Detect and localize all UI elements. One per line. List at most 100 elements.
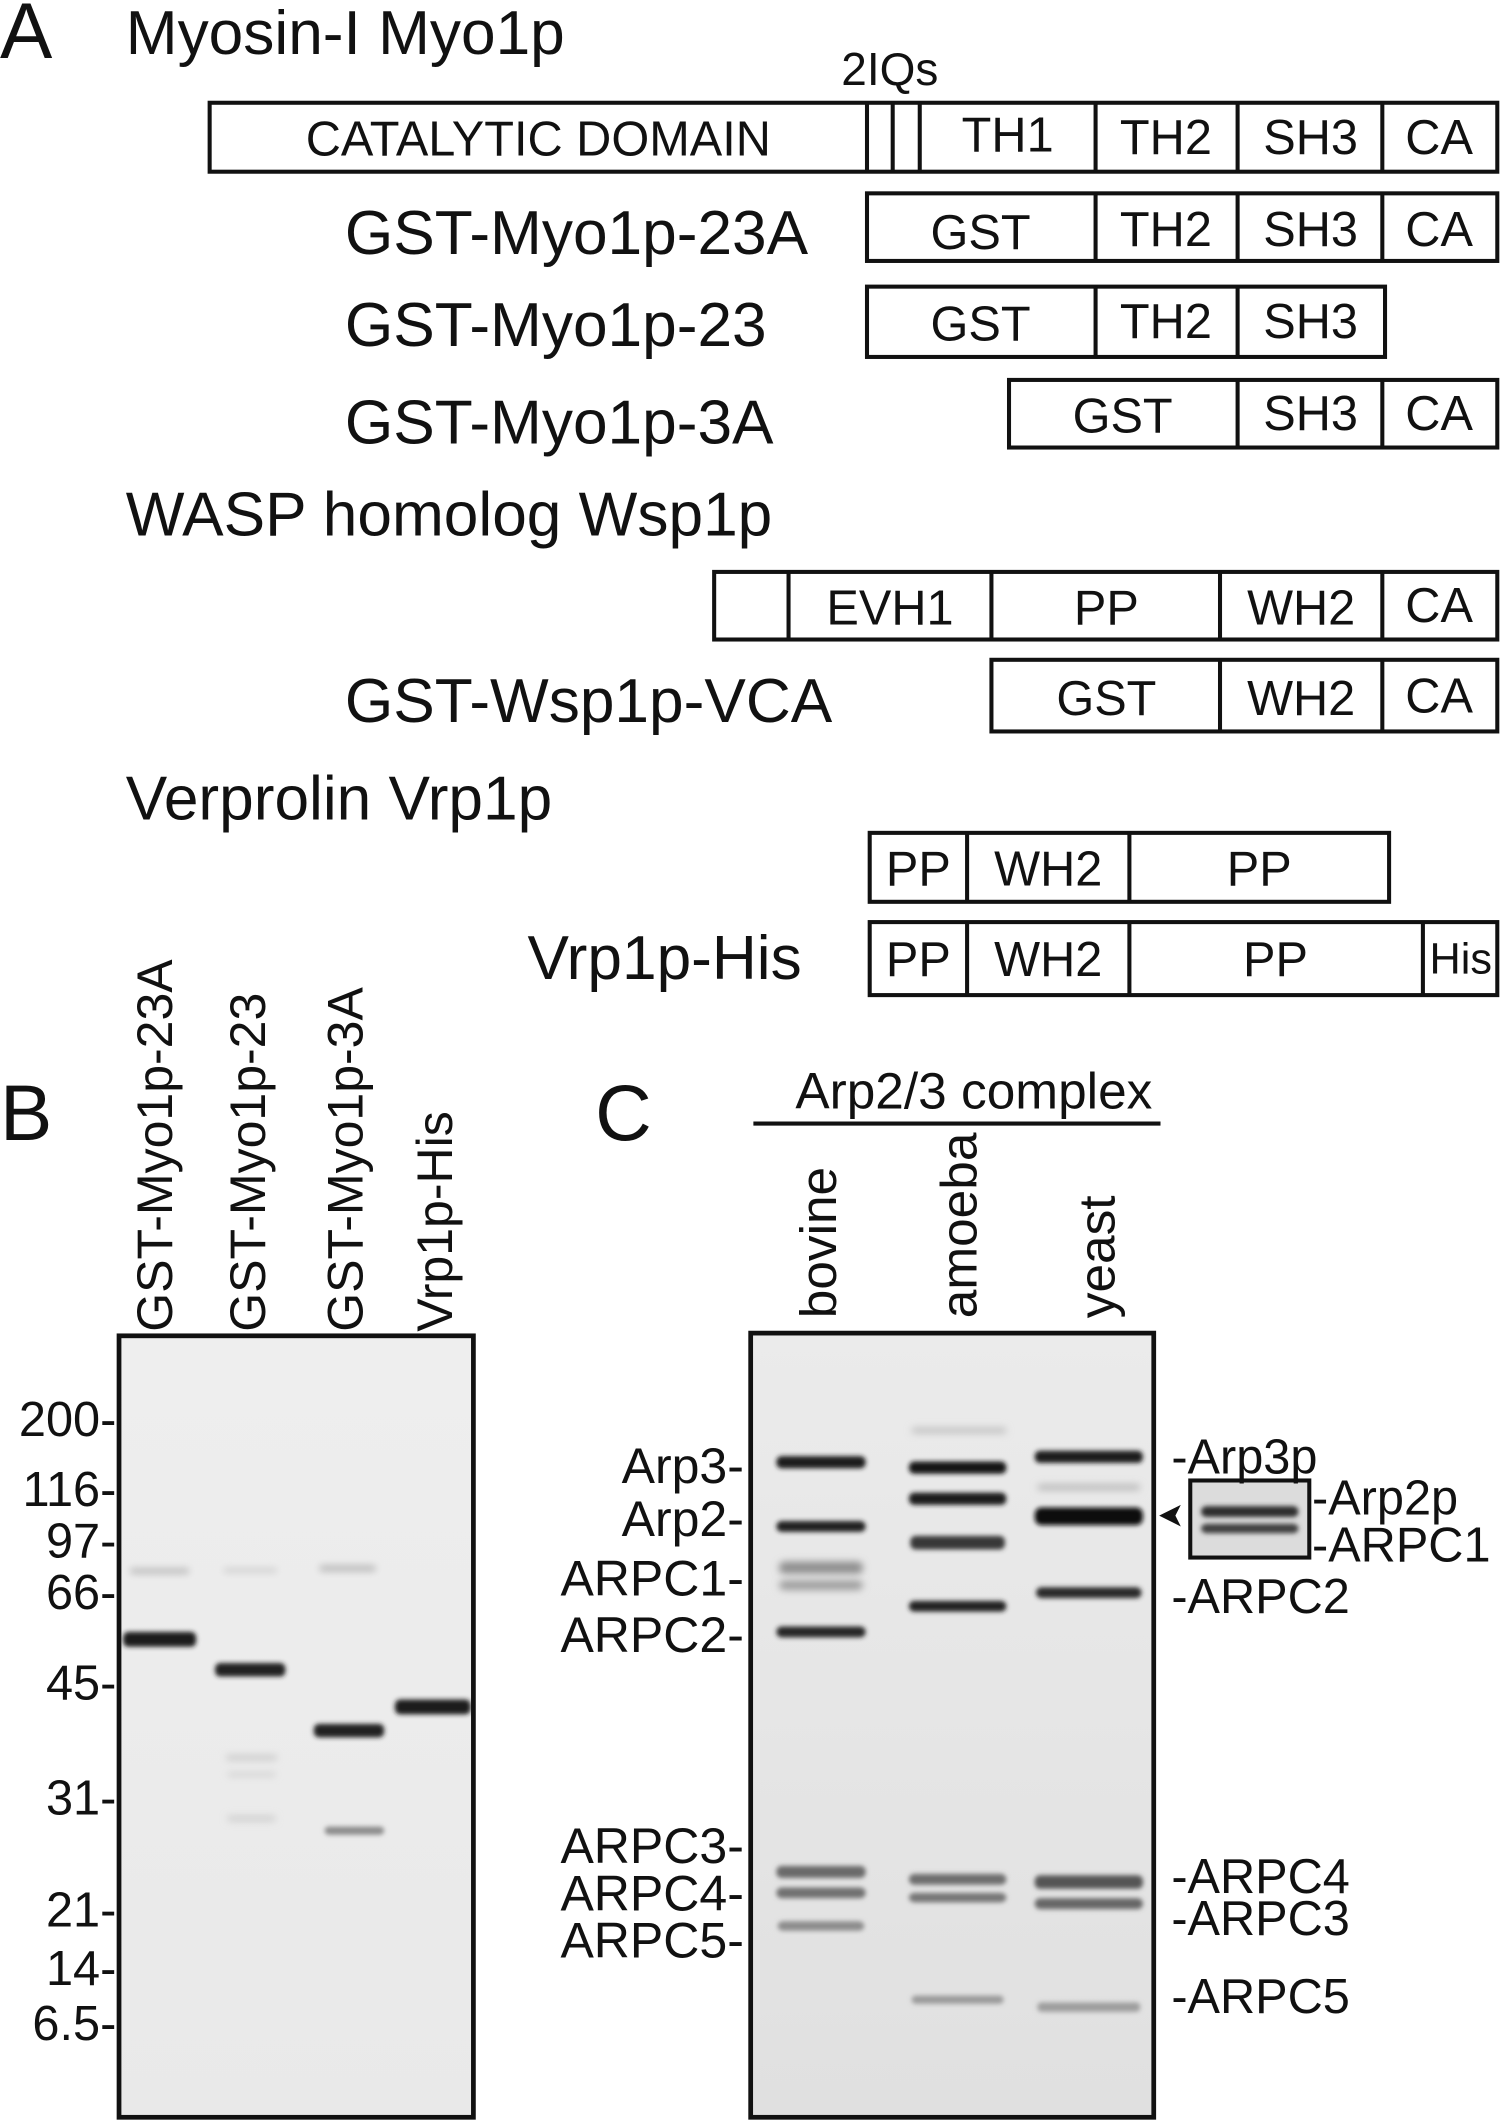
gel-band [1034, 1898, 1143, 1910]
panel-c: C Arp2/3 complex bovine amoeba yeast [560, 1062, 1491, 2120]
construct-name: GST-Myo1p-23A [345, 199, 809, 268]
domain-label: WH2 [1247, 672, 1355, 726]
gel-band [776, 1887, 866, 1899]
domain-label: CA [1405, 579, 1473, 633]
inset-background [1190, 1480, 1310, 1558]
vrp1p-domain-bar: PP WH2 PP [867, 830, 1392, 904]
band-label-left: ARPC3- [560, 1818, 743, 1874]
size-marker: 116- [22, 1463, 116, 1517]
lane-label: GST-Myo1p-23A [127, 959, 183, 1332]
domain-label: WH2 [994, 843, 1102, 897]
band-label-right: -ARPC3 [1171, 1892, 1350, 1946]
construct-name: Vrp1p-His [528, 924, 802, 993]
domain-bar-outline [712, 569, 1500, 642]
gst-myo1p-23a-bar: GST TH2 SH3 CA [864, 191, 1500, 263]
gel-band [1036, 1587, 1142, 1599]
domain-label: His [1430, 935, 1493, 983]
panel-b: B GST-Myo1p-23A GST-Myo1p-23 GST-Myo1p-3… [0, 959, 476, 2120]
gel-band [223, 1568, 278, 1573]
domain-label: SH3 [1263, 111, 1358, 165]
gel-band [908, 1873, 1007, 1885]
gel-band [1034, 1450, 1143, 1463]
gel-band [911, 1995, 1004, 2004]
wsp1p-title: WASP homolog Wsp1p [126, 480, 772, 549]
gel-band [776, 1521, 866, 1532]
domain-bar-outline [989, 657, 1500, 734]
band-label-right: -ARPC1 [1312, 1519, 1491, 1573]
domain-label: WH2 [1247, 582, 1355, 636]
construct-name: GST-Myo1p-23 [345, 291, 767, 360]
iq-label: 2IQs [841, 43, 938, 95]
domain-label: EVH1 [826, 582, 953, 636]
gel-band [911, 1427, 1007, 1434]
size-marker: 66- [46, 1566, 116, 1620]
domain-label: CATALYTIC DOMAIN [306, 112, 771, 166]
band-label-left: ARPC1- [560, 1550, 743, 1606]
domain-label: WH2 [994, 933, 1102, 987]
gel-band [908, 1461, 1007, 1474]
gel-band [1037, 1484, 1141, 1490]
domain-bar-outline [867, 920, 1500, 998]
gel-band [319, 1565, 377, 1572]
gel-band [129, 1568, 190, 1574]
gel-band [1034, 1875, 1143, 1889]
gel-band [779, 1580, 863, 1590]
size-marker: 6.5- [32, 1997, 116, 2051]
band-label-right: -Arp2p [1312, 1471, 1458, 1525]
size-marker: 200- [19, 1393, 116, 1447]
lane-label: yeast [1068, 1195, 1126, 1318]
gel-band [1034, 1507, 1143, 1526]
gel-band [1037, 2002, 1141, 2012]
domain-label: PP [886, 933, 951, 987]
band-label-right: -ARPC2 [1171, 1570, 1350, 1624]
gel-band [227, 1815, 276, 1822]
wsp1p-domain-bar: EVH1 PP WH2 CA [712, 569, 1500, 642]
lane-label: GST-Myo1p-3A [317, 987, 373, 1332]
domain-label: TH1 [962, 108, 1054, 162]
domain-label: GST [931, 206, 1031, 260]
gel-band [776, 1865, 866, 1878]
myo1p-domain-bar: CATALYTIC DOMAIN TH1 TH2 SH3 CA [207, 100, 1500, 174]
gel-band [908, 1600, 1007, 1612]
panel-c-letter: C [595, 1069, 652, 1157]
band-label-left: ARPC4- [560, 1865, 743, 1921]
domain-bar-outline [864, 191, 1500, 263]
domain-label: CA [1405, 203, 1473, 257]
gel-band [1201, 1523, 1299, 1534]
inset-frame [1188, 1478, 1312, 1560]
gel-band [313, 1723, 385, 1738]
gel-band [225, 1754, 278, 1761]
domain-label: PP [886, 843, 951, 897]
gel-band [776, 1626, 866, 1638]
band-label-left: Arp3- [622, 1438, 744, 1494]
domain-label: CA [1405, 111, 1473, 165]
band-label-right: -ARPC4 [1171, 1850, 1350, 1904]
domain-label: GST [1073, 390, 1173, 444]
gel-c [748, 1330, 1157, 2120]
domain-label: PP [1227, 843, 1292, 897]
size-marker: 97- [46, 1515, 116, 1569]
gel-band [324, 1826, 385, 1835]
domain-bar-outline [864, 284, 1388, 359]
arrowhead-icon [1159, 1504, 1181, 1527]
lane-label: GST-Myo1p-23 [220, 993, 276, 1332]
lane-label: bovine [789, 1167, 847, 1318]
panel-a-letter: A [0, 0, 53, 75]
gel-band [227, 1772, 276, 1777]
gel-frame [748, 1330, 1157, 2120]
construct-name: GST-Myo1p-3A [345, 388, 774, 457]
size-marker: 45- [46, 1657, 116, 1711]
domain-bar-outline [1006, 377, 1500, 450]
panel-a: A Myosin-I Myo1p 2IQs CATALYTIC DOMAIN T… [0, 0, 1500, 998]
band-label-right: -ARPC5 [1171, 1970, 1350, 2024]
domain-label: SH3 [1263, 387, 1358, 441]
domain-label: TH2 [1120, 203, 1212, 257]
domain-label: GST [1056, 672, 1156, 726]
gel-band [779, 1561, 863, 1574]
vrp1p-his-bar: PP WH2 PP His [867, 920, 1500, 998]
gel-band [776, 1456, 866, 1469]
gel-b [116, 1333, 476, 2120]
domain-label: PP [1243, 933, 1308, 987]
gel-band [215, 1663, 286, 1677]
